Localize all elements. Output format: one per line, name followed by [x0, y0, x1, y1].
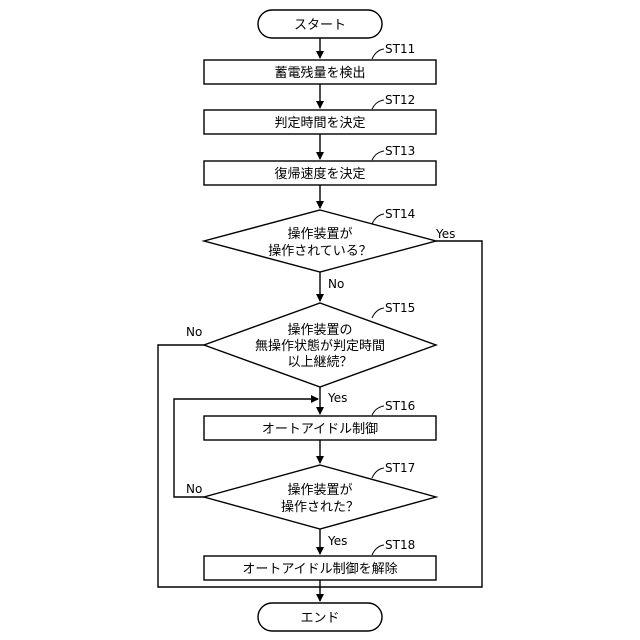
st16-id: ST16	[385, 399, 415, 413]
st18-leader	[372, 545, 384, 555]
end-label: エンド	[300, 611, 339, 626]
st17-line1: 操作装置が	[287, 482, 352, 498]
st15-line3: 以上継続？	[287, 355, 352, 370]
st15-line2: 無操作状態が判定時間	[255, 338, 385, 354]
st15-line1: 操作装置の	[287, 322, 352, 338]
st15-no-label: No	[186, 325, 202, 339]
st13-text: 復帰速度を決定	[274, 166, 365, 182]
st17-no-label: No	[186, 482, 202, 496]
process-st16: オートアイドル制御	[204, 416, 436, 440]
st12-text: 判定時間を決定	[274, 116, 365, 131]
end-terminal: エンド	[258, 603, 382, 631]
st14-line1: 操作装置が	[287, 226, 352, 242]
st15-no-line	[158, 345, 320, 587]
st11-text: 蓄電残量を検出	[274, 66, 365, 81]
start-label: スタート	[294, 18, 346, 33]
st14-yes-label: Yes	[435, 227, 455, 241]
st14-no-label: No	[328, 277, 344, 291]
st15-leader	[372, 308, 384, 318]
st18-text: オートアイドル制御を解除	[242, 562, 397, 577]
st12-id: ST12	[385, 93, 415, 107]
st14-line2: 操作されている？	[268, 243, 372, 259]
st15-id: ST15	[385, 301, 415, 315]
st17-leader	[372, 468, 384, 478]
st17-yes-label: Yes	[327, 534, 347, 548]
st12-leader	[372, 100, 384, 109]
st16-text: オートアイドル制御	[262, 422, 378, 437]
decision-st15: 操作装置の 無操作状態が判定時間 以上継続？	[204, 303, 436, 387]
start-terminal: スタート	[258, 10, 382, 38]
process-st11: 蓄電残量を検出	[204, 60, 436, 84]
process-st13: 復帰速度を決定	[204, 161, 436, 185]
process-st12: 判定時間を決定	[204, 110, 436, 134]
st14-leader	[372, 214, 384, 224]
st17-id: ST17	[385, 461, 415, 475]
st11-leader	[372, 49, 384, 59]
st11-id: ST11	[385, 42, 415, 56]
st16-leader	[372, 406, 384, 415]
st15-yes-label: Yes	[327, 391, 347, 405]
st17-line2: 操作された？	[281, 499, 359, 515]
st13-leader	[372, 151, 384, 160]
st13-id: ST13	[385, 144, 415, 158]
process-st18: オートアイドル制御を解除	[204, 556, 436, 580]
st14-id: ST14	[385, 207, 415, 221]
st18-id: ST18	[385, 538, 415, 552]
